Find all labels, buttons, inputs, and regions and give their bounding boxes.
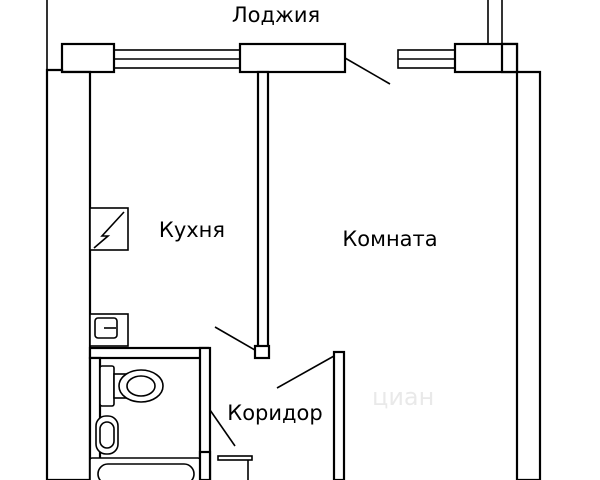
right-wall	[500, 42, 542, 480]
bathroom-walls	[88, 346, 212, 480]
bathtub-icon	[89, 457, 201, 480]
label-loggia: Лоджия	[232, 3, 320, 27]
bathroom-door	[198, 409, 253, 480]
kitchen-room-partition	[253, 70, 271, 360]
kitchen-door	[214, 326, 256, 351]
kitchen-sink-icon	[89, 313, 129, 347]
kitchen-window	[113, 49, 241, 69]
room-door	[276, 355, 335, 389]
stove-icon	[89, 207, 129, 251]
toilet-icon	[99, 365, 164, 407]
label-kitchen: Кухня	[159, 218, 225, 242]
corridor-partition	[332, 350, 346, 480]
room-window	[397, 49, 456, 69]
washbasin-icon	[95, 415, 119, 455]
left-wall	[45, 68, 92, 480]
watermark: циан	[372, 383, 434, 411]
balcony-door	[344, 57, 391, 85]
label-corridor: Коридор	[227, 401, 322, 425]
label-room: Комната	[342, 227, 437, 251]
